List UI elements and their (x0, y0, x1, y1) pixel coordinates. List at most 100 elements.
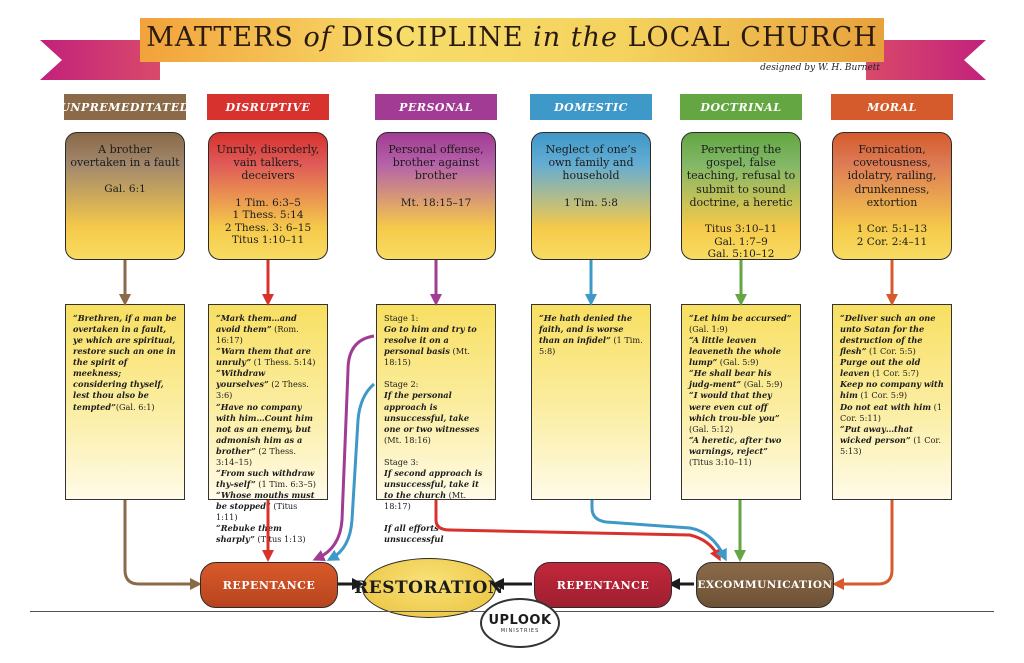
scripture-reference: 1 Tim. 6:3–5 (235, 196, 301, 209)
designer-credit: designed by W. H. Burnett (760, 63, 880, 73)
scripture-citation: (Gal. 5:9) (741, 379, 783, 390)
restoration-label: RESTORATION (354, 578, 504, 598)
detail-box-disruptive: “Mark them…and avoid them” (Rom. 16:17)“… (208, 304, 328, 544)
scripture-citation: (Mt. 18:15) (384, 346, 470, 368)
scripture-citation: (1 Tim. 5:8) (539, 335, 643, 357)
page-title: MATTERS of DISCIPLINE in the LOCAL CHURC… (146, 22, 878, 53)
link-moral-excommunication (832, 500, 894, 590)
scripture-quote: “From such withdraw thy-self” (216, 467, 315, 489)
scripture-citation: (1 Cor. 5:7) (869, 368, 919, 379)
excommunication-node: EXCOMMUNICATION (696, 562, 834, 608)
category-description: Unruly, disorderly, vain talkers, deceiv… (216, 143, 320, 183)
scripture-citation: (2 Thess. 3:14–15) (216, 445, 296, 467)
scripture-quote: “A little leaven leaveneth the whole lum… (689, 335, 781, 368)
title-banner (140, 18, 884, 62)
link-personal-stage2 (326, 382, 376, 561)
category-box-moral: Fornication, covetousness, idolatry, rai… (832, 132, 952, 260)
column-header-domestic: DOMESTIC (530, 94, 652, 120)
scripture-quote: “Rebuke them sharply” (216, 523, 282, 545)
scripture-citation: (2 Thess. 3:6) (216, 379, 309, 401)
scripture-citation: Stage 1: (384, 313, 419, 323)
scripture-quote: “Let him be accursed” (689, 313, 792, 323)
scripture-quote: If all efforts unsuccessful (384, 523, 444, 545)
scripture-reference: 2 Cor. 2:4–11 (856, 235, 928, 248)
scripture-quote: “He shall bear his judg-ment” (689, 368, 772, 390)
scripture-reference: 1 Thess. 5:14 (232, 209, 304, 222)
repentance-right-label: REPENTANCE (556, 578, 650, 592)
scripture-citation: (Gal. 5:12) (689, 423, 734, 434)
scripture-quote: Do not eat with him (840, 401, 932, 412)
scripture-quote: If the personal approach is unsuccessful… (384, 390, 480, 434)
scripture-reference: 2 Thess. 3: 6–15 (224, 221, 312, 234)
category-box-personal: Personal offense, brother against brothe… (376, 132, 496, 260)
scripture-citation: (Titus 1:11) (216, 501, 298, 523)
scripture-reference: Gal. 1:7–9 (714, 235, 768, 248)
scripture-reference: Titus 1:10–11 (231, 234, 305, 247)
category-box-disruptive: Unruly, disorderly, vain talkers, deceiv… (208, 132, 328, 260)
scripture-citation: (Titus 3:10–11) (689, 456, 752, 467)
column-header-unpremeditated: UNPREMEDITATED (60, 94, 189, 120)
category-description: Perverting the gospel, false teaching, r… (686, 143, 796, 209)
scripture-quote: “Whose mouths must be stopped” (216, 490, 315, 512)
scripture-quote: “Warn them that are unruly” (216, 346, 311, 368)
scripture-reference: Titus 3:10–11 (704, 222, 778, 235)
category-description: Fornication, covetousness, idolatry, rai… (847, 143, 937, 209)
scripture-quote: “He hath denied the faith, and is worse … (539, 313, 633, 346)
scripture-quote: “Withdraw yourselves” (216, 368, 269, 390)
scripture-reference: Mt. 18:15–17 (400, 196, 472, 209)
scripture-quote: “Put away…that wicked person” (840, 423, 913, 445)
detail-box-doctrinal: “Let him be accursed” (Gal. 1:9)“A littl… (681, 304, 801, 500)
scripture-citation: (1 Cor. 5:11) (840, 401, 943, 423)
scripture-citation: (1 Cor. 5:9) (857, 390, 908, 401)
column-header-doctrinal: DOCTRINAL (680, 94, 802, 120)
column-header-personal: PERSONAL (375, 94, 497, 120)
restoration-node: RESTORATION (354, 558, 503, 618)
scripture-citation: (Rom. 16:17) (216, 324, 299, 346)
category-references: Mt. 18:15–17 (381, 197, 491, 210)
scripture-citation: (Mt. 18:17) (384, 490, 467, 512)
scripture-quote: “Deliver such an one unto Satan for the … (840, 313, 936, 357)
scripture-reference: Gal. 6:1 (104, 183, 146, 196)
scripture-quote: “I would that they were even cut off whi… (689, 390, 780, 423)
detail-box-personal: Stage 1:Go to him and try to resolve it … (376, 304, 496, 544)
scripture-citation: (1 Cor. 5:13) (840, 434, 942, 456)
scripture-quote: If second approach is unsuccessful, take… (384, 467, 483, 500)
scripture-citation: (Gal. 5:9) (717, 357, 759, 368)
link-domestic-excommunication (590, 500, 727, 562)
scripture-citation: (1 Thess. 5:14) (251, 357, 316, 368)
scripture-citation: (Gal. 6:1) (115, 401, 155, 412)
column-header-disruptive: DISRUPTIVE (207, 94, 329, 120)
logo-subtext: MINISTRIES (500, 627, 540, 634)
repentance-left-node: REPENTANCE (200, 562, 338, 608)
link-personal-excommunication (434, 500, 721, 562)
detail-box-unpremeditated: “Brethren, if a man be overtaken in a fa… (65, 304, 185, 500)
scripture-quote: “A heretic, after two warnings, reject” (689, 434, 782, 456)
detail-box-moral: “Deliver such an one unto Satan for the … (832, 304, 952, 500)
scripture-reference: Gal. 5:10–12 (707, 248, 775, 261)
link-personal-stage1 (312, 334, 375, 561)
column-header-moral: MORAL (831, 94, 953, 120)
category-description: Personal offense, brother against brothe… (388, 143, 484, 183)
detail-box-domestic: “He hath denied the faith, and is worse … (531, 304, 651, 500)
scripture-citation: (1 Cor. 5:5) (866, 346, 916, 357)
excommunication-label: EXCOMMUNICATION (697, 579, 833, 591)
category-description: Neglect of one’s own family and househol… (545, 143, 637, 183)
scripture-citation: (1 Tim. 6:3–5) (255, 478, 316, 489)
scripture-citation: (Mt. 18:16) (384, 434, 431, 445)
repentance-right-node: REPENTANCE (534, 562, 672, 608)
category-description: A brother overtaken in a fault (70, 143, 180, 170)
scripture-citation: (Titus 1:13) (254, 534, 306, 545)
repentance-left-label: REPENTANCE (222, 578, 316, 592)
scripture-quote: Keep no company with him (840, 379, 944, 401)
scripture-citation: (Gal. 1:9) (689, 324, 728, 335)
uplook-logo: UPLOOK MINISTRIES (480, 598, 560, 648)
category-box-doctrinal: Perverting the gospel, false teaching, r… (681, 132, 801, 260)
scripture-reference: 1 Cor. 5:1–13 (856, 222, 928, 235)
category-box-domestic: Neglect of one’s own family and househol… (531, 132, 651, 260)
category-references: 1 Tim. 5:8 (536, 197, 646, 210)
